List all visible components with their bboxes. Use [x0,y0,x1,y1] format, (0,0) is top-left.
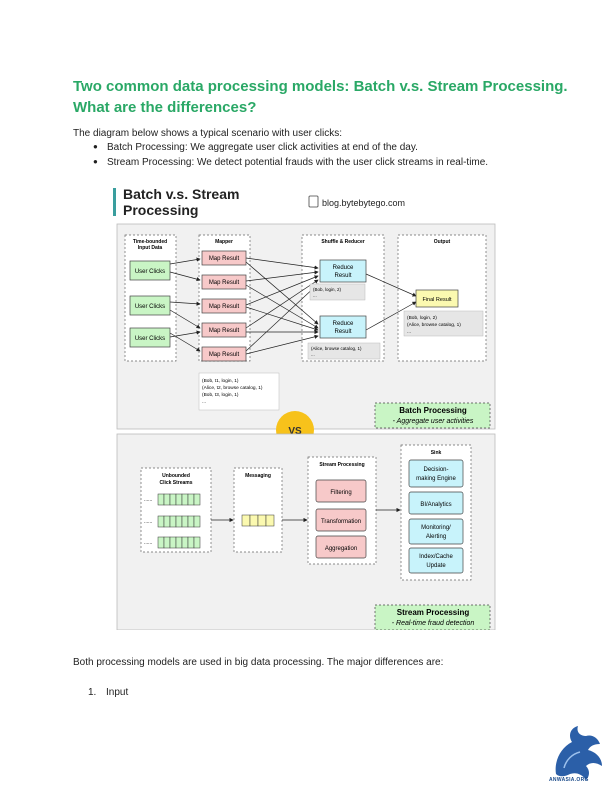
sink-item-label: BI/Analytics [420,502,451,508]
click-stream-queue [157,515,201,528]
sink-bi-analytics-box [408,491,464,515]
outro-text: Both processing models are used in big d… [73,657,444,668]
messaging-column [233,467,283,553]
sink-index-cache-box [408,547,464,574]
aggregation-box [315,535,367,559]
book-icon [308,195,319,208]
user-clicks-box [129,295,171,316]
sink-item-label: Decision- [423,467,448,473]
map-result-label: Map Result [209,328,240,334]
aggregation-label: Aggregation [325,546,357,552]
mapper-note-text: (Bob, t3, login, 1) [202,392,239,398]
mapper-note [198,372,280,411]
output-note-text: (Bob, login, 2) [407,315,437,321]
mapper-note-text: (Bob, t1, login, 1) [202,378,239,384]
dragon-logo-icon [555,726,602,780]
reduce-note [309,283,366,301]
stream-ellipsis: ...... [144,497,152,503]
reduce-result-label: Result [334,273,351,279]
sink-item-label: Update [426,563,446,569]
output-column-header: Output [434,239,451,245]
map-result-label: Map Result [209,280,240,286]
reduce-result-box [319,315,367,339]
user-clicks-label: User Clicks [135,269,165,275]
diagram-title-line1: Batch v.s. Stream [123,186,239,202]
filtering-label: Filtering [330,490,351,496]
output-note [403,310,484,337]
unbounded-streams-header: Click Streams [159,480,192,486]
sink-monitoring-box [408,518,464,545]
unbounded-streams-header: Unbounded [162,473,190,479]
stream-processing-label-box [374,604,491,630]
stream-ellipsis: ...... [144,519,152,525]
title-accent-bar [113,188,116,216]
click-stream-queue [157,536,201,549]
batch-vs-stream-diagram: Batch v.s. Stream Processing blog.byteby… [113,180,500,630]
map-result-label: Map Result [209,304,240,310]
reduce-note-text: (Alice, browse catalog, 1) [311,346,362,351]
mapper-column-header: Mapper [215,239,233,245]
user-clicks-label: User Clicks [135,336,165,342]
stream-ellipsis: ...... [144,540,152,546]
watermark-text: ANWASIA.ORG [549,777,589,783]
map-result-box [201,274,247,290]
mapper-note-text: (Alice, t2, browse catalog, 1) [202,385,263,391]
map-result-box [201,250,247,266]
sink-item-label: Alerting [426,534,446,540]
user-clicks-box [129,327,171,348]
vs-label: VS [288,426,302,437]
map-result-box [201,322,247,338]
bullet-list: Batch Processing: We aggregate user clic… [93,142,488,172]
click-stream-queue [157,493,201,506]
reduce-note-text: ... [313,293,317,298]
mapper-note-text: ... [202,400,206,405]
map-result-label: Map Result [209,256,240,262]
list-number: 1. [88,687,97,698]
message-queue [241,514,275,527]
stream-processing-label: Stream Processing [397,608,470,617]
numbered-list-item: 1. Input [88,687,128,698]
filtering-box [315,479,367,503]
reduce-result-label: Result [334,329,351,335]
bullet-item: Stream Processing: We detect potential f… [93,157,488,172]
output-note-text: (Alice, browse catalog, 1) [407,322,461,328]
output-note-text: ... [407,330,411,335]
reduce-result-label: Reduce [333,321,354,327]
map-result-box [201,346,247,362]
messaging-header: Messaging [245,473,271,479]
sink-item-label: Index/Cache [419,554,453,560]
sink-header: Sink [431,450,442,456]
diagram-svg: Batch v.s. Stream Processing blog.byteby… [113,186,496,630]
reduce-result-label: Reduce [333,265,354,271]
sink-decision-engine-box [408,459,464,488]
shuffle-column-header: Shuffle & Reducer [321,239,364,245]
reduce-note-text: (Bob, login, 2) [313,287,342,292]
user-clicks-box [129,260,171,281]
reduce-result-box [319,259,367,283]
map-result-label: Map Result [209,352,240,358]
final-result-label: Final Result [422,297,452,303]
batch-processing-label-box [374,402,491,429]
intro-text: The diagram below shows a typical scenar… [73,128,342,139]
map-result-box [201,298,247,314]
sink-item-label: making Engine [416,476,456,482]
brand-text: blog.bytebytego.com [322,198,405,208]
transformation-label: Transformation [321,519,361,525]
stream-processing-header: Stream Processing [319,462,364,468]
reduce-note-text: ... [311,352,315,357]
reduce-note [307,342,381,360]
input-column-header: Input Data [138,245,163,251]
input-column-header: Time-bounded [133,239,167,245]
sink-item-label: Monitoring/ [421,525,451,531]
final-result-box [415,289,459,308]
transformation-box [315,508,367,532]
user-clicks-label: User Clicks [135,304,165,310]
diagram-title-line2: Processing [123,202,198,218]
list-text: Input [106,687,129,698]
batch-processing-label: Batch Processing [399,406,467,415]
page-title: Two common data processing models: Batch… [73,78,568,116]
batch-processing-sublabel: - Aggregate user activities [393,418,474,425]
bullet-item: Batch Processing: We aggregate user clic… [93,142,488,157]
stream-processing-sublabel: - Real-time fraud detection [392,620,475,627]
